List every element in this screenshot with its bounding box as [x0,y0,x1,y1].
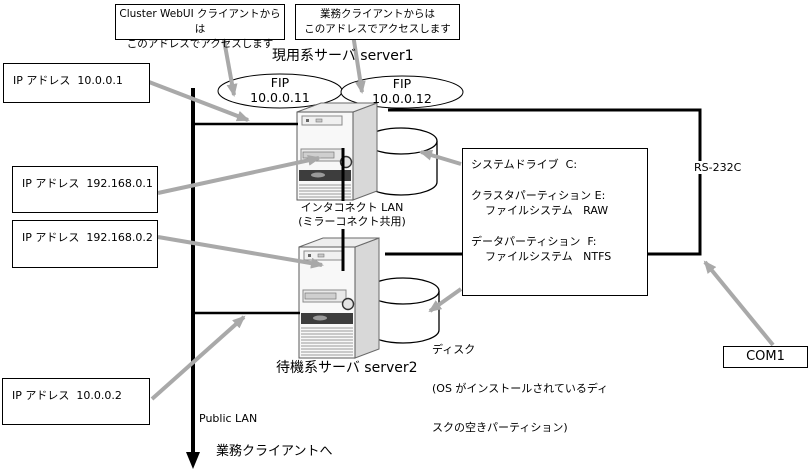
callout-webui-line2: このアドレスでアクセスします [126,38,274,50]
callout-webui-line1: Cluster WebUI クライアントからは [119,8,281,35]
fip2-ellipse [340,75,464,109]
interconnect-line1: インタコネクト LAN [300,201,404,214]
arrow-webui-to-fip1 [220,28,238,97]
callout-business-line2: このアドレスでアクセスします [304,23,451,35]
arrow-ip4-to-lan [150,315,246,401]
ip-box-192-168-0-2: IP アドレス 192.168.0.2 [12,220,158,268]
pointer-arrows [148,27,775,401]
to-business-clients-label: 業務クライアントへ [216,444,333,459]
data-fs-label: ファイルシステム NTFS [485,250,612,263]
server1-title: 現用系サーバ server1 [272,48,414,64]
data-partition-label: データパーティション F: [471,235,597,248]
interconnect-line2: (ミラーコネクト共用) [298,215,406,228]
arrow-ip3-to-server2 [157,235,324,269]
arrow-partition-to-disk1 [419,149,462,166]
callout-business-line1: 業務クライアントからは [319,8,436,20]
disk-note-line1: ディスク [432,343,476,356]
disk-note-line3: スクの空きパーティション) [432,421,568,434]
fip2-label-block: FIP 10.0.0.12 [341,76,463,106]
callout-webui-client: Cluster WebUI クライアントからは このアドレスでアクセスします [115,4,285,50]
fip2-label: FIP [392,76,412,91]
com1-box: COM1 [723,346,808,368]
cluster-fs-label: ファイルシステム RAW [485,204,609,217]
rs232c-label: RS-232C [693,161,743,174]
cluster-partition-label: クラスタパーティション E: [471,189,606,202]
ip-box-10-0-0-2: IP アドレス 10.0.0.2 [2,378,150,425]
ip-box-192-168-0-1: IP アドレス 192.168.0.1 [12,166,158,213]
arrow-com1-to-rs232c [703,260,775,347]
callout-business-client: 業務クライアントからは このアドレスでアクセスします [295,4,460,40]
ip-box-10-0-0-1: IP アドレス 10.0.0.1 [3,63,150,103]
fip1-label: FIP [270,75,290,90]
server2-tower-icon [298,237,380,359]
arrow-ip1-to-lan [148,80,250,122]
public-lan-label: Public LAN [199,412,258,425]
partition-info-box: システムドライブ C: クラスタパーティション E: ファイルシステム RAW … [462,148,648,296]
server1-tower-icon [296,102,378,201]
arrow-ip2-to-server1 [157,154,321,195]
system-drive-label: システムドライブ C: [471,158,578,171]
server2-title: 待機系サーバ server2 [276,360,418,376]
fip1-label-block: FIP 10.0.0.11 [218,75,342,105]
arrow-partition-to-disk2 [428,287,463,313]
fip2-address: 10.0.0.12 [372,91,432,106]
interconnect-label: インタコネクト LAN (ミラーコネクト共用) [288,201,416,229]
disk1-cylinder-icon [364,127,438,196]
fip1-address: 10.0.0.11 [250,90,310,105]
disk-note: ディスク (OS がインストールされているディ スクの空きパーティション) [432,317,608,460]
public-lan-line [191,88,300,455]
disk-note-line2: (OS がインストールされているディ [432,382,609,395]
public-lan-arrowhead [186,452,200,469]
